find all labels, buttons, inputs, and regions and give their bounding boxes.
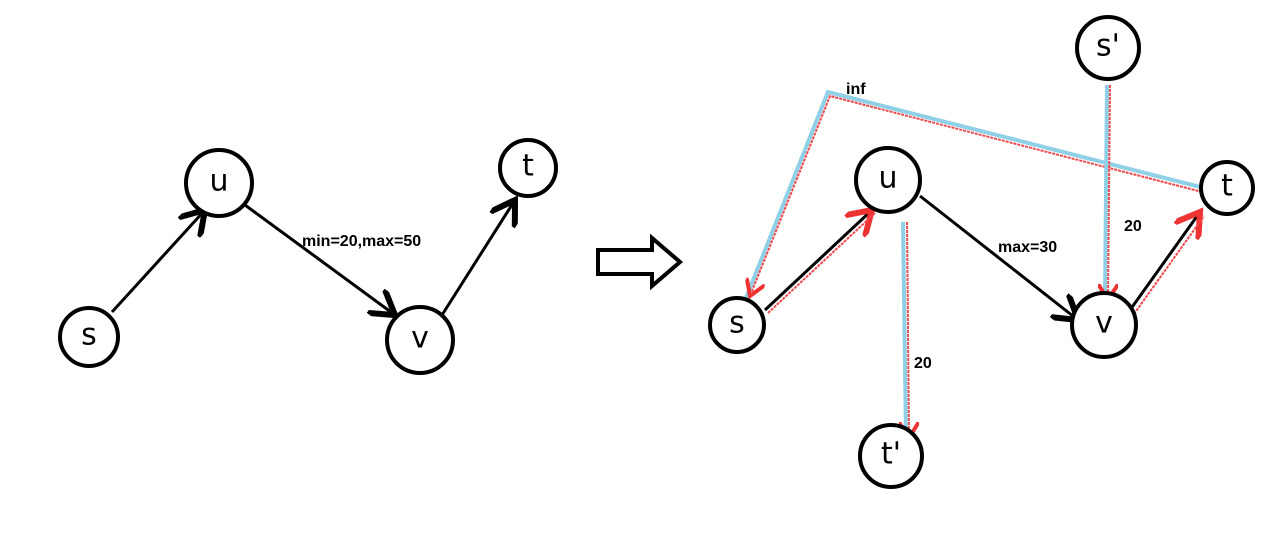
edge-label-uv-max: max=30 <box>998 239 1057 256</box>
node-label: u <box>209 164 228 199</box>
edge-t-s-inf-blue <box>744 89 1213 299</box>
node-label: t' <box>881 437 901 472</box>
node-s: s <box>708 296 766 354</box>
node-s-prime: s' <box>1075 15 1141 81</box>
node-label: u <box>878 161 897 196</box>
edge-label-u-tprime: 20 <box>914 355 932 372</box>
node-t: t <box>1199 160 1255 216</box>
node-u: u <box>854 146 922 214</box>
transform-arrow-icon <box>596 233 684 291</box>
edge-v-t <box>440 200 515 316</box>
edge-label-uv: min=20,max=50 <box>302 233 421 250</box>
edge-u-tprime-red <box>907 221 909 438</box>
edge-s-u-red <box>767 212 876 314</box>
edge-label-sprime-v: 20 <box>1124 218 1142 235</box>
node-t: t <box>498 138 558 198</box>
edge-s-u <box>763 210 872 312</box>
node-label: t <box>1221 169 1233 204</box>
edge-v-t <box>1128 212 1200 311</box>
node-label: v <box>1095 306 1113 341</box>
node-s: s <box>58 306 120 368</box>
node-label: s <box>81 318 97 353</box>
node-u: u <box>184 148 254 218</box>
edge-v-t-red <box>1133 215 1205 315</box>
edge-u-v <box>244 203 395 315</box>
node-label: s <box>729 306 745 341</box>
node-label: t <box>522 149 534 184</box>
node-v: v <box>1070 291 1138 359</box>
edge-u-tprime-blue <box>901 221 908 439</box>
edge-sprime-v-blue <box>1103 84 1109 301</box>
node-t-prime: t' <box>858 423 924 489</box>
edge-label-inf: inf <box>846 81 866 98</box>
edge-t-s-inf-red <box>750 94 1211 296</box>
node-label: s' <box>1096 29 1120 64</box>
edge-u-v <box>919 194 1078 320</box>
node-v: v <box>385 305 455 375</box>
edge-s-u <box>110 210 205 314</box>
node-label: v <box>411 321 429 356</box>
